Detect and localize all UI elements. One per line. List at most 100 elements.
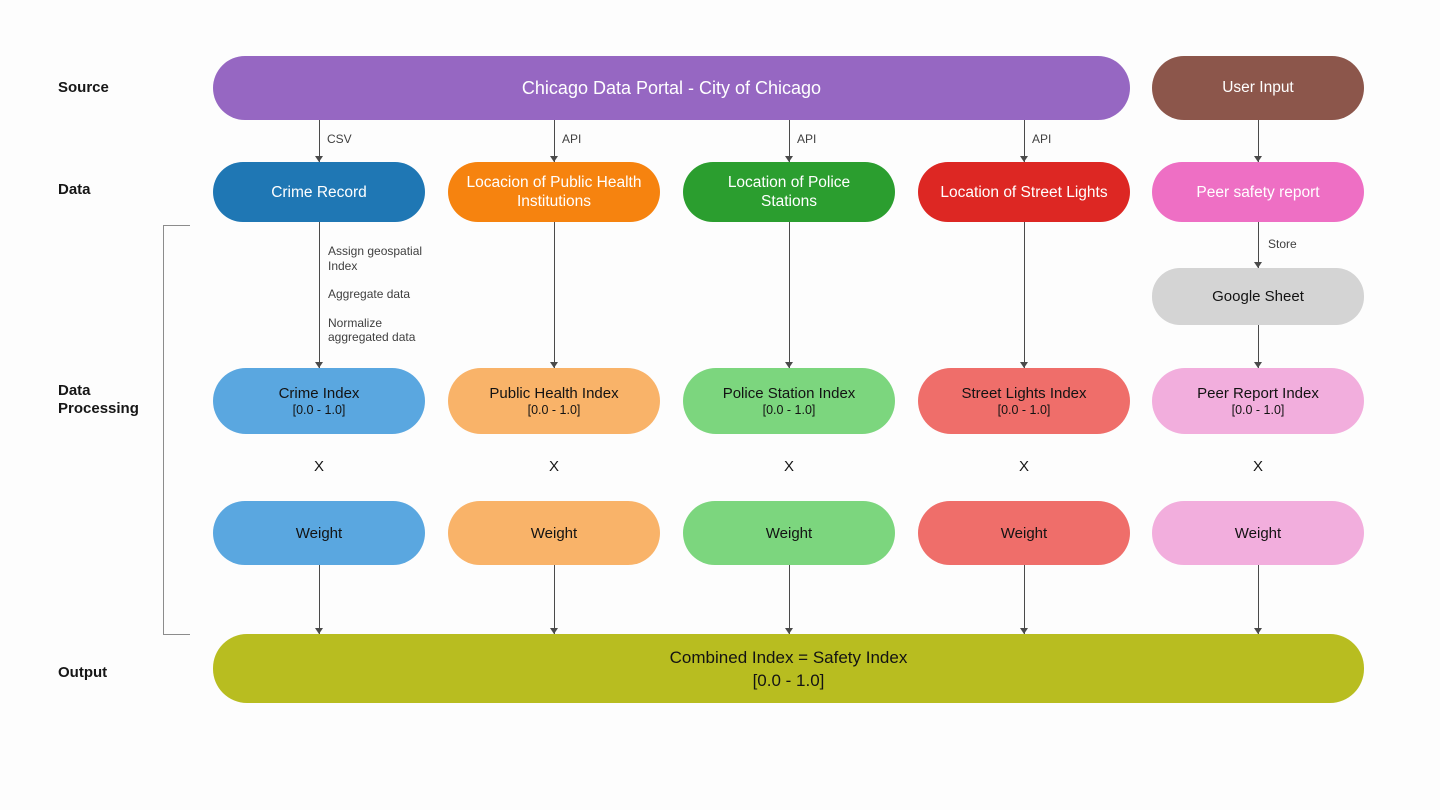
arrow-data-to-index — [785, 222, 793, 368]
arrow-data-to-index — [1020, 222, 1028, 368]
arrowhead-icon — [1020, 362, 1028, 368]
pipeline-column-police: API Location of Police Stations Police S… — [683, 0, 895, 810]
node-range: [0.0 - 1.0] — [292, 403, 346, 417]
node-label: Public Health Index — [489, 385, 619, 402]
node-street-lights: Location of Street Lights — [918, 162, 1130, 222]
row-label-data-processing: Data Processing — [58, 382, 139, 417]
pipeline-column-peer-report: Peer safety report Store Google Sheet Pe… — [1152, 0, 1364, 810]
node-range: [0.0 - 1.0] — [1231, 403, 1285, 417]
node-label: Weight — [765, 524, 813, 542]
arrow-source-to-data — [785, 120, 793, 162]
arrowhead-icon — [315, 362, 323, 368]
node-label: Weight — [530, 524, 578, 542]
node-range: [0.0 - 1.0] — [997, 403, 1051, 417]
node-label: User Input — [1222, 79, 1294, 96]
arrowhead-icon — [1254, 156, 1262, 162]
arrowhead-icon — [785, 628, 793, 634]
node-range: [0.0 - 1.0] — [752, 670, 825, 690]
node-label: Location of Street Lights — [940, 183, 1108, 201]
processing-steps: Assign geospatial Index Aggregate data N… — [328, 244, 440, 359]
node-label: Locacion of Public Health Institutions — [466, 174, 642, 210]
pipeline-column-public-health: API Locacion of Public Health Institutio… — [448, 0, 660, 810]
arrow-source-to-data — [550, 120, 558, 162]
node-label: Crime Record — [271, 183, 367, 201]
arrowhead-icon — [785, 156, 793, 162]
multiply-operator: X — [1252, 458, 1263, 475]
edge-label-store: Store — [1268, 237, 1297, 251]
arrow-user-input-to-data — [1254, 120, 1262, 162]
multiply-operator: X — [548, 458, 559, 475]
arrow-sheet-to-index — [1254, 325, 1262, 368]
multiply-operator: X — [1018, 458, 1029, 475]
edge-label-api: API — [562, 132, 582, 146]
node-user-input: User Input — [1152, 56, 1364, 120]
row-label-data: Data — [58, 181, 91, 198]
edge-label-api: API — [1032, 132, 1052, 146]
arrow-data-to-index — [315, 222, 323, 368]
node-label: Google Sheet — [1212, 288, 1304, 305]
edge-label-csv: CSV — [327, 132, 352, 146]
node-weight-public-health: Weight — [448, 501, 660, 565]
node-label: Weight — [1234, 524, 1282, 542]
arrowhead-icon — [315, 156, 323, 162]
node-label: Street Lights Index — [961, 385, 1087, 402]
row-label-output: Output — [58, 664, 108, 681]
node-crime-index: Crime Index [0.0 - 1.0] — [213, 368, 425, 434]
arrowhead-icon — [1254, 362, 1262, 368]
arrowhead-icon — [550, 362, 558, 368]
arrowhead-icon — [1254, 628, 1262, 634]
arrowhead-icon — [550, 628, 558, 634]
edge-label-api: API — [797, 132, 817, 146]
arrow-weight-to-output — [1020, 565, 1028, 634]
pipeline-column-crime: CSV Crime Record Assign geospatial Index… — [213, 0, 425, 810]
node-range: [0.0 - 1.0] — [527, 403, 581, 417]
multiply-operator: X — [783, 458, 794, 475]
node-peer-safety-report: Peer safety report — [1152, 162, 1364, 222]
node-label: Chicago Data Portal - City of Chicago — [521, 77, 822, 98]
node-chicago-data-portal: Chicago Data Portal - City of Chicago — [213, 56, 1130, 120]
node-street-lights-index: Street Lights Index [0.0 - 1.0] — [918, 368, 1130, 434]
node-weight-crime: Weight — [213, 501, 425, 565]
node-label: Peer safety report — [1196, 183, 1320, 201]
arrowhead-icon — [550, 156, 558, 162]
node-combined-safety-index: Combined Index = Safety Index [0.0 - 1.0… — [213, 634, 1364, 703]
arrowhead-icon — [315, 628, 323, 634]
arrow-source-to-data — [315, 120, 323, 162]
processing-step: Normalize aggregated data — [328, 315, 416, 345]
processing-step: Aggregate data — [328, 287, 411, 301]
node-label: Police Station Index — [722, 385, 856, 402]
node-police-stations: Location of Police Stations — [683, 162, 895, 222]
pipeline-column-street-lights: API Location of Street Lights Street Lig… — [918, 0, 1130, 810]
node-label: Weight — [295, 524, 343, 542]
arrowhead-icon — [1254, 262, 1262, 268]
arrow-weight-to-output — [315, 565, 323, 634]
arrow-data-to-sheet — [1254, 222, 1262, 268]
node-google-sheet: Google Sheet — [1152, 268, 1364, 325]
node-label: Combined Index = Safety Index — [669, 647, 908, 667]
node-weight-peer-report: Weight — [1152, 501, 1364, 565]
node-peer-report-index: Peer Report Index [0.0 - 1.0] — [1152, 368, 1364, 434]
node-public-health-locations: Locacion of Public Health Institutions — [448, 162, 660, 222]
arrowhead-icon — [1020, 156, 1028, 162]
row-label-source: Source — [58, 79, 109, 96]
node-label: Weight — [1000, 524, 1048, 542]
arrowhead-icon — [785, 362, 793, 368]
grouping-bracket — [163, 225, 190, 635]
node-weight-street-lights: Weight — [918, 501, 1130, 565]
arrow-data-to-index — [550, 222, 558, 368]
node-crime-record: Crime Record — [213, 162, 425, 222]
node-police-station-index: Police Station Index [0.0 - 1.0] — [683, 368, 895, 434]
arrow-weight-to-output — [785, 565, 793, 634]
node-label: Location of Police Stations — [727, 174, 851, 210]
processing-step: Assign geospatial Index — [328, 244, 423, 273]
arrow-source-to-data — [1020, 120, 1028, 162]
arrow-weight-to-output — [1254, 565, 1262, 634]
node-label: Peer Report Index — [1197, 385, 1319, 402]
arrow-weight-to-output — [550, 565, 558, 634]
node-public-health-index: Public Health Index [0.0 - 1.0] — [448, 368, 660, 434]
node-label: Crime Index — [278, 385, 360, 402]
node-range: [0.0 - 1.0] — [762, 403, 816, 417]
node-weight-police: Weight — [683, 501, 895, 565]
arrowhead-icon — [1020, 628, 1028, 634]
